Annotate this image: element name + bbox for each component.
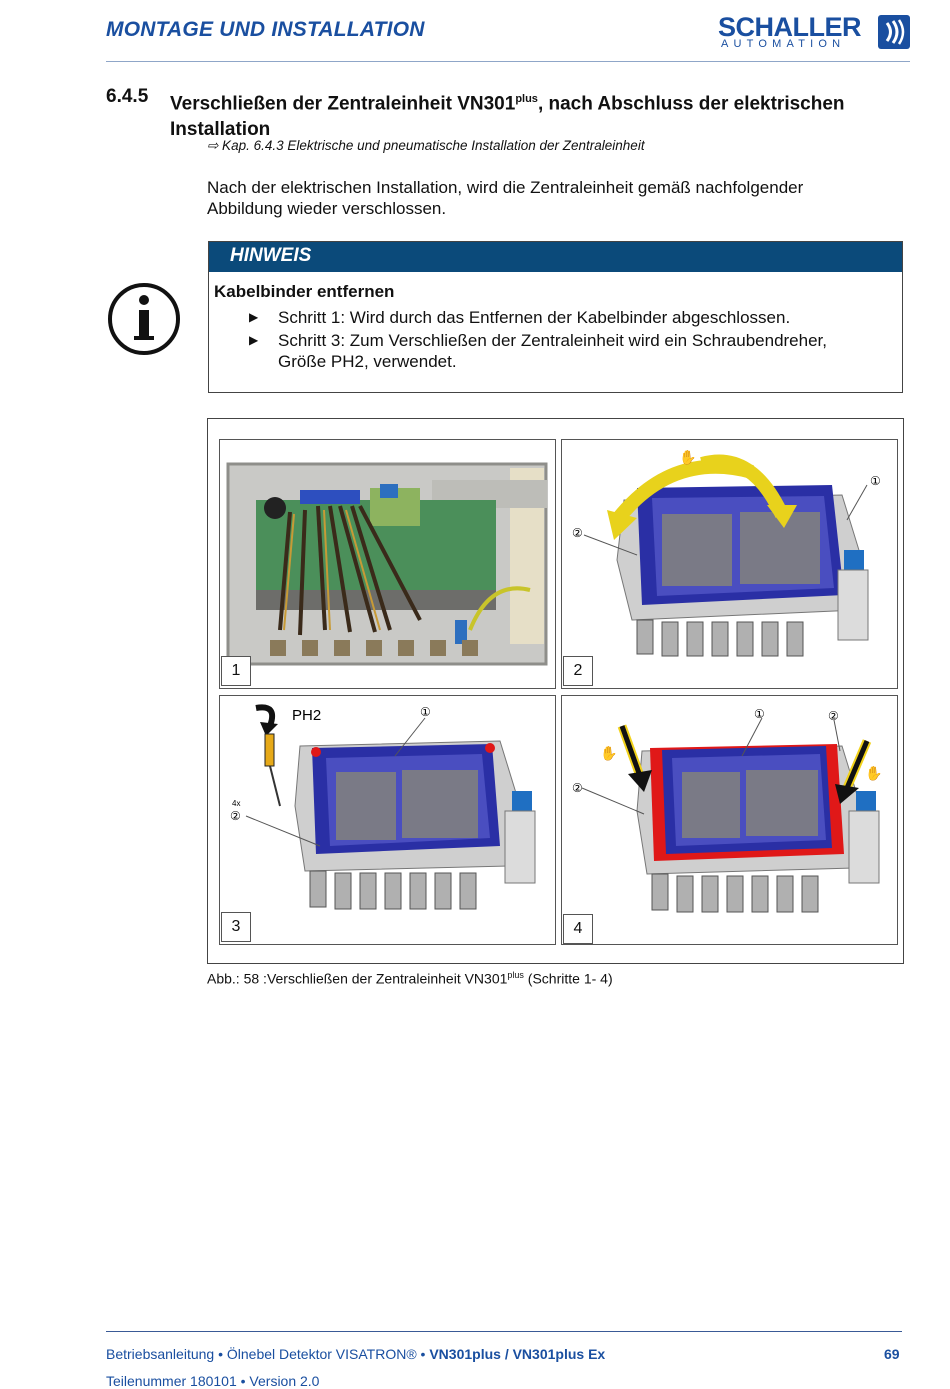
sealed-lid-illustration: ✋ ✋ ② ① ② bbox=[572, 707, 882, 913]
page-number: 69 bbox=[884, 1346, 900, 1362]
screw-count: 4x bbox=[232, 799, 240, 808]
hand-icon: ✋ bbox=[865, 765, 882, 782]
info-icon bbox=[108, 283, 180, 355]
callout: ② bbox=[572, 781, 583, 795]
running-header-title: MONTAGE UND INSTALLATION bbox=[106, 18, 425, 41]
section-title-part-a: Verschließen der Zentraleinheit VN301 bbox=[170, 93, 516, 115]
note-item: Schritt 3: Zum Verschließen der Zentrale… bbox=[278, 331, 827, 371]
cross-reference-link[interactable]: ⇨ Kap. 6.4.3 Elektrische und pneumatisch… bbox=[207, 138, 645, 153]
panel-number: 3 bbox=[221, 912, 251, 942]
note-header: HINWEIS bbox=[209, 242, 902, 272]
figure-caption: Abb.: 58 :Verschließen der Zentraleinhei… bbox=[207, 970, 613, 987]
note-box: HINWEIS Kabelbinder entfernen ▶ Schritt … bbox=[208, 241, 903, 393]
figure-panel-2: ✋ ② ① 2 bbox=[561, 439, 898, 689]
note-item: Schritt 1: Wird durch das Entfernen der … bbox=[278, 308, 791, 327]
figure-panel-4: ✋ ✋ ② ① ② 4 bbox=[561, 695, 898, 945]
callout: ① bbox=[870, 474, 881, 488]
panel-number: 4 bbox=[563, 914, 593, 944]
section-title-superscript: plus bbox=[515, 93, 538, 105]
note-subtitle: Kabelbinder entfernen bbox=[214, 282, 395, 301]
callout: ① bbox=[420, 705, 431, 719]
hand-icon: ✋ bbox=[600, 745, 617, 762]
note-label: HINWEIS bbox=[230, 245, 312, 266]
caption-superscript: plus bbox=[507, 970, 524, 980]
section-title-part-b: , nach Abschluss der elektrischen Instal… bbox=[170, 93, 845, 141]
open-housing-illustration bbox=[226, 462, 548, 666]
bullet-arrow-icon: ▶ bbox=[249, 333, 259, 347]
panel-number: 2 bbox=[563, 656, 593, 686]
lid-closing-illustration: ✋ ② ① bbox=[572, 449, 881, 657]
logo-mark-icon bbox=[878, 15, 910, 49]
callout: ② bbox=[230, 809, 241, 823]
figure-frame: 1 ✋ ② bbox=[207, 418, 904, 964]
callout: ① bbox=[754, 707, 765, 721]
caption-prefix: Abb.: 58 : bbox=[207, 970, 267, 987]
section-title: Verschließen der Zentraleinheit VN301plu… bbox=[170, 86, 900, 143]
header-divider bbox=[106, 61, 910, 62]
company-logo: SCHALLER AUTOMATION bbox=[718, 12, 910, 52]
footer-part-number: Teilenummer 180101 • Version 2.0 bbox=[106, 1373, 320, 1389]
bullet-arrow-icon: ▶ bbox=[249, 310, 259, 324]
footer-manual-info: Betriebsanleitung • Ölnebel Detektor VIS… bbox=[106, 1346, 605, 1362]
panel-number: 1 bbox=[221, 656, 251, 686]
logo-name: SCHALLER bbox=[718, 12, 862, 42]
footer-divider bbox=[106, 1331, 902, 1332]
footer-models: VN301plus / VN301plus Ex bbox=[429, 1346, 606, 1362]
caption-text: Verschließen der Zentraleinheit VN301 bbox=[266, 970, 508, 987]
tool-label: PH2 bbox=[292, 707, 321, 724]
figure-panel-3: PH2 4x ② ① 3 bbox=[219, 695, 556, 945]
figure-panel-1: 1 bbox=[219, 439, 556, 689]
caption-tail: (Schritte 1- 4) bbox=[523, 970, 613, 987]
logo-subtitle: AUTOMATION bbox=[721, 38, 846, 50]
section-number: 6.4.5 bbox=[106, 86, 149, 107]
footer-manual: Betriebsanleitung • Ölnebel Detektor VIS… bbox=[106, 1346, 430, 1362]
callout: ② bbox=[828, 709, 839, 723]
screw-lid-illustration: PH2 4x ② ① bbox=[230, 704, 536, 910]
intro-paragraph: Nach der elektrischen Installation, wird… bbox=[207, 178, 804, 218]
hand-icon: ✋ bbox=[679, 449, 696, 466]
callout: ② bbox=[572, 526, 583, 540]
